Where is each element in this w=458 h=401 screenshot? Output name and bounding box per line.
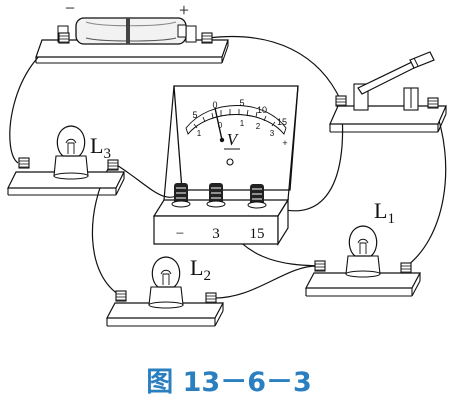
dial-plus-label: + [282, 138, 287, 148]
battery-terminal-minus[interactable] [58, 32, 70, 44]
terminal-label-minus: − [176, 226, 184, 242]
switch-base [329, 105, 447, 125]
battery-plus-label: + [179, 0, 189, 20]
lamp-l3-label: L3 [90, 133, 111, 162]
figure-caption: 图 13－6－3 [146, 367, 312, 398]
lamp-l2-bulb [151, 256, 181, 288]
lower-scale-0: 1 [197, 129, 202, 138]
upper-scale-2: 5 [239, 98, 244, 108]
lamp-l3-terminal-left[interactable] [18, 157, 30, 169]
knife-switch[interactable] [329, 51, 447, 133]
lamp-l2-label: L2 [190, 255, 211, 284]
lamp-l1-label: L1 [374, 198, 395, 227]
lamp-l2-terminal-right[interactable] [205, 292, 217, 304]
upper-scale-1: 0 [212, 100, 217, 110]
zero-adjust-screw[interactable] [226, 158, 234, 166]
terminal-label-15: 15 [250, 226, 265, 242]
lower-scale-3: 2 [256, 122, 261, 131]
wire-battery-to-switch [207, 35, 342, 102]
switch-terminal-right[interactable] [427, 97, 439, 109]
upper-scale-0: 5 [192, 110, 197, 120]
switch-terminal-left[interactable] [335, 95, 347, 107]
lamp-l2: L2 [106, 255, 224, 327]
lamp-l1-bulb [348, 225, 378, 257]
lamp-l1-terminal-left[interactable] [314, 260, 326, 272]
upper-scale-3: 10 [257, 105, 267, 115]
wire-l3-to-voltmeter [111, 161, 185, 198]
battery-minus-label: − [65, 0, 75, 18]
battery-clip-right [185, 25, 197, 43]
voltmeter: 5 0 5 10 15 1 0 1 2 3 + V [152, 85, 299, 247]
voltmeter-ticks [193, 109, 276, 129]
lamp-l1-terminal-right[interactable] [400, 262, 412, 274]
voltmeter-terminal-3[interactable] [206, 183, 226, 208]
upper-scale-4: 15 [277, 117, 287, 127]
lamp-l2-terminal-left[interactable] [115, 290, 127, 302]
wire-switch-to-l1 [403, 102, 447, 269]
lower-scale-2: 1 [240, 119, 245, 128]
battery-cell [75, 17, 187, 45]
voltmeter-terminal-15[interactable] [247, 184, 267, 209]
battery-holder: − + [35, 0, 229, 64]
lower-scale-4: 3 [270, 129, 275, 138]
lamp-l1: L1 [305, 198, 421, 297]
battery-terminal-plus[interactable] [201, 32, 213, 44]
voltmeter-symbol: V [227, 130, 240, 149]
lamp-l3: L3 [7, 125, 125, 196]
lamp-l3-bulb [56, 125, 86, 157]
lower-scale-1: 0 [218, 121, 223, 130]
voltmeter-needle [214, 107, 223, 141]
voltmeter-terminal-minus[interactable] [171, 183, 191, 208]
wire-l2-to-l1 [210, 265, 319, 299]
terminal-label-3: 3 [212, 226, 220, 242]
switch-handle[interactable] [409, 51, 435, 69]
